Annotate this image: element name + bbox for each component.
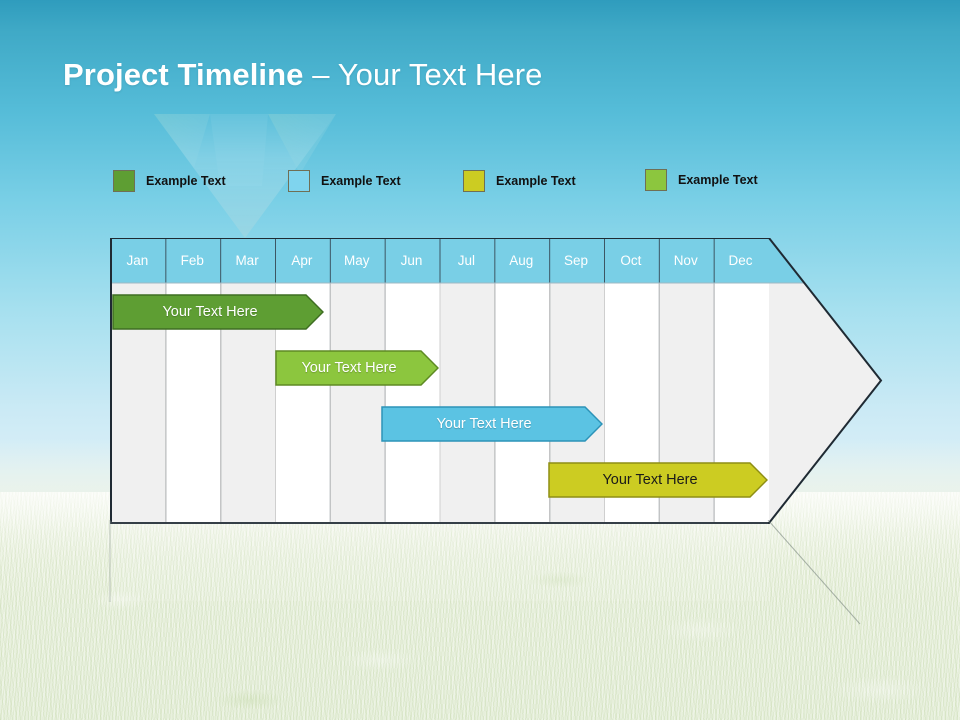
timeline-bar-4[interactable]: Your Text Here	[548, 462, 768, 498]
legend-swatch-icon	[645, 169, 667, 191]
page-title-bold: Project Timeline	[63, 57, 304, 92]
bar-arrow-shape	[548, 462, 768, 498]
month-header-jul[interactable]: Jul	[457, 253, 476, 268]
timeline-bar-1[interactable]: Your Text Here	[112, 294, 324, 330]
month-header-feb[interactable]: Feb	[180, 253, 204, 268]
legend-swatch-icon	[288, 170, 310, 192]
bar-arrow-shape	[112, 294, 324, 330]
grass-texture	[0, 540, 960, 720]
legend-label: Example Text	[146, 174, 226, 188]
month-header-mar[interactable]: Mar	[235, 253, 259, 268]
bar-label: Your Text Here	[602, 472, 698, 488]
month-header-nov[interactable]: Nov	[673, 253, 698, 268]
timeline-chart: Jan Feb Mar Apr May Jun Jul Aug Sep Oct Nov Dec You…	[110, 238, 883, 528]
bar-label: Your Text Here	[162, 304, 258, 320]
legend-item-4[interactable]: Example Text	[645, 169, 758, 191]
bar-label: Your Text Here	[436, 416, 532, 432]
month-header-sep[interactable]: Sep	[564, 253, 589, 268]
legend-label: Example Text	[678, 173, 758, 187]
month-header-jun[interactable]: Jun	[400, 253, 423, 268]
legend-item-1[interactable]: Example Text	[113, 170, 226, 192]
bar-arrow-shape	[381, 406, 603, 442]
legend-label: Example Text	[496, 174, 576, 188]
legend-label: Example Text	[321, 174, 401, 188]
bar-label: Your Text Here	[301, 360, 397, 376]
legend-swatch-icon	[463, 170, 485, 192]
timeline-bar-2[interactable]: Your Text Here	[275, 350, 439, 386]
page-title-rest: – Your Text Here	[303, 57, 543, 92]
month-header-oct[interactable]: Oct	[620, 253, 642, 268]
month-header-jan[interactable]: Jan	[126, 253, 149, 268]
month-header-may[interactable]: May	[343, 253, 370, 268]
month-header-dec[interactable]: Dec	[728, 253, 753, 268]
page-title: Project Timeline – Your Text Here	[63, 57, 542, 93]
timeline-bar-3[interactable]: Your Text Here	[381, 406, 603, 442]
bar-arrow-shape	[275, 350, 439, 386]
legend-item-2[interactable]: Example Text	[288, 170, 401, 192]
legend-swatch-icon	[113, 170, 135, 192]
month-header-row: Jan Feb Mar Apr May Jun Jul Aug Sep Oct Nov Dec	[110, 238, 768, 283]
month-header-apr[interactable]: Apr	[291, 253, 313, 268]
month-header-aug[interactable]: Aug	[509, 253, 534, 268]
legend-item-3[interactable]: Example Text	[463, 170, 576, 192]
